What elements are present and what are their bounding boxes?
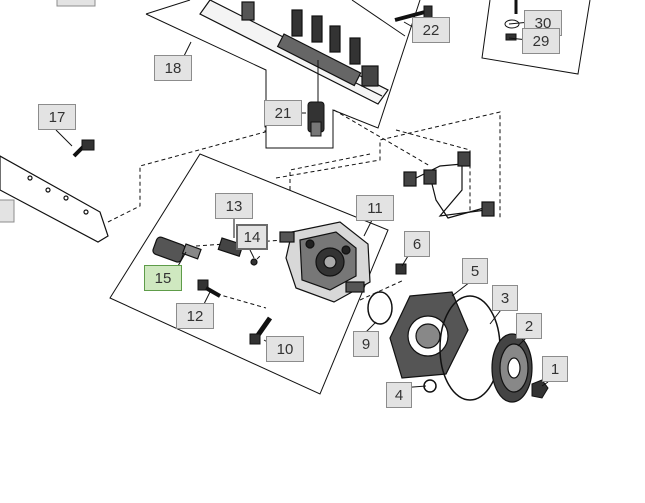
nut-6 [395, 263, 407, 275]
callout-13[interactable]: 13 [215, 193, 253, 219]
callout-14[interactable]: 14 [236, 224, 268, 250]
partial-callout-top [56, 0, 96, 7]
callout-6[interactable]: 6 [404, 231, 430, 257]
seal-frame [481, 0, 591, 75]
nut-1 [531, 379, 549, 399]
callout-17[interactable]: 17 [38, 104, 76, 130]
callout-10[interactable]: 10 [266, 336, 304, 362]
gear-2 [491, 333, 533, 403]
callout-29[interactable]: 29 [522, 28, 560, 54]
sensor-13 [217, 237, 258, 266]
callout-18[interactable]: 18 [154, 55, 192, 81]
pump-frame [109, 153, 389, 395]
pin-10 [249, 316, 273, 345]
pressure-sensor [307, 101, 325, 137]
callout-leaders [55, 21, 549, 389]
partial-callout-left [0, 199, 15, 223]
callout-15[interactable]: 15 [144, 265, 182, 291]
mounting-bracket [0, 155, 109, 243]
o-ring-9 [367, 291, 393, 325]
valve-15 [152, 236, 202, 263]
fuel-lines [403, 151, 495, 219]
bolt-17 [72, 139, 95, 158]
callout-12[interactable]: 12 [176, 303, 214, 329]
housing-5 [389, 291, 469, 379]
fuel-rail-frame [145, 0, 421, 149]
injection-pump [279, 221, 371, 303]
callout-2[interactable]: 2 [516, 313, 542, 339]
callout-22[interactable]: 22 [412, 17, 450, 43]
seals-29-30 [504, 0, 520, 41]
callout-4[interactable]: 4 [386, 382, 412, 408]
fuel-rail [199, 0, 389, 105]
bolt-12 [197, 279, 221, 298]
callout-5[interactable]: 5 [462, 258, 488, 284]
callout-11[interactable]: 11 [356, 195, 394, 221]
callout-1[interactable]: 1 [542, 356, 568, 382]
callout-9[interactable]: 9 [353, 331, 379, 357]
callout-21[interactable]: 21 [264, 100, 302, 126]
callout-3[interactable]: 3 [492, 285, 518, 311]
